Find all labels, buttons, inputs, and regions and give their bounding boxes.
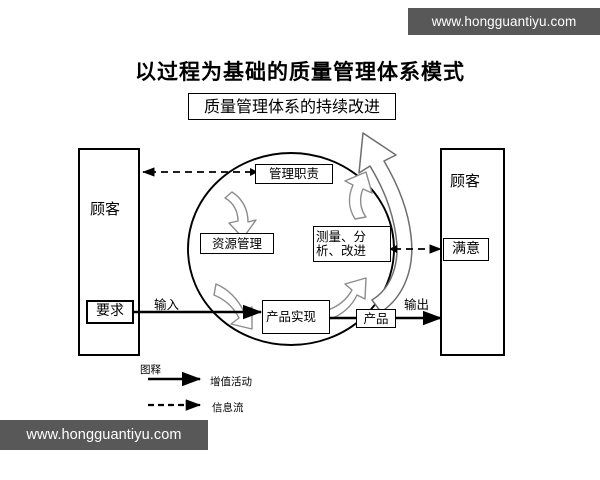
customer-right-panel	[440, 148, 505, 356]
legend-item-value-added: 增值活动	[210, 376, 252, 388]
customer-satisfaction-box: 满意	[443, 238, 489, 261]
product-realization-line1: 产品	[266, 309, 292, 325]
customer-left-label: 顾客	[90, 200, 121, 218]
measurement-analysis-improvement-box: 测量、分析、改进	[313, 226, 391, 262]
input-label: 输入	[154, 297, 180, 312]
customer-requirement-box: 要求	[86, 300, 134, 324]
output-label: 输出	[404, 297, 430, 312]
watermark-top-right: www.hongguantiyu.com	[408, 8, 600, 35]
page-title: 以过程为基础的质量管理体系模式	[135, 60, 465, 84]
customer-left-panel	[78, 148, 140, 356]
product-box: 产品	[356, 309, 396, 328]
customer-right-label: 顾客	[450, 172, 481, 190]
legend-item-info-flow: 信息流	[212, 402, 244, 414]
resource-management-box: 资源管理	[200, 233, 274, 254]
curved-arrow-icon-top-left	[224, 191, 257, 239]
management-responsibility-box: 管理职责	[255, 164, 333, 184]
watermark-bottom-left: www.hongguantiyu.com	[0, 420, 208, 450]
product-realization-line2: 实现	[291, 309, 317, 325]
curved-arrow-icon-bottom-left	[213, 283, 253, 330]
curved-arrow-icon-bottom-right	[327, 277, 367, 320]
product-realization-box: 产品 实现	[262, 300, 330, 334]
curved-arrow-icon-top-right	[344, 171, 373, 220]
legend-title: 图释	[140, 364, 161, 376]
continual-improvement-banner: 质量管理体系的持续改进	[188, 93, 396, 120]
